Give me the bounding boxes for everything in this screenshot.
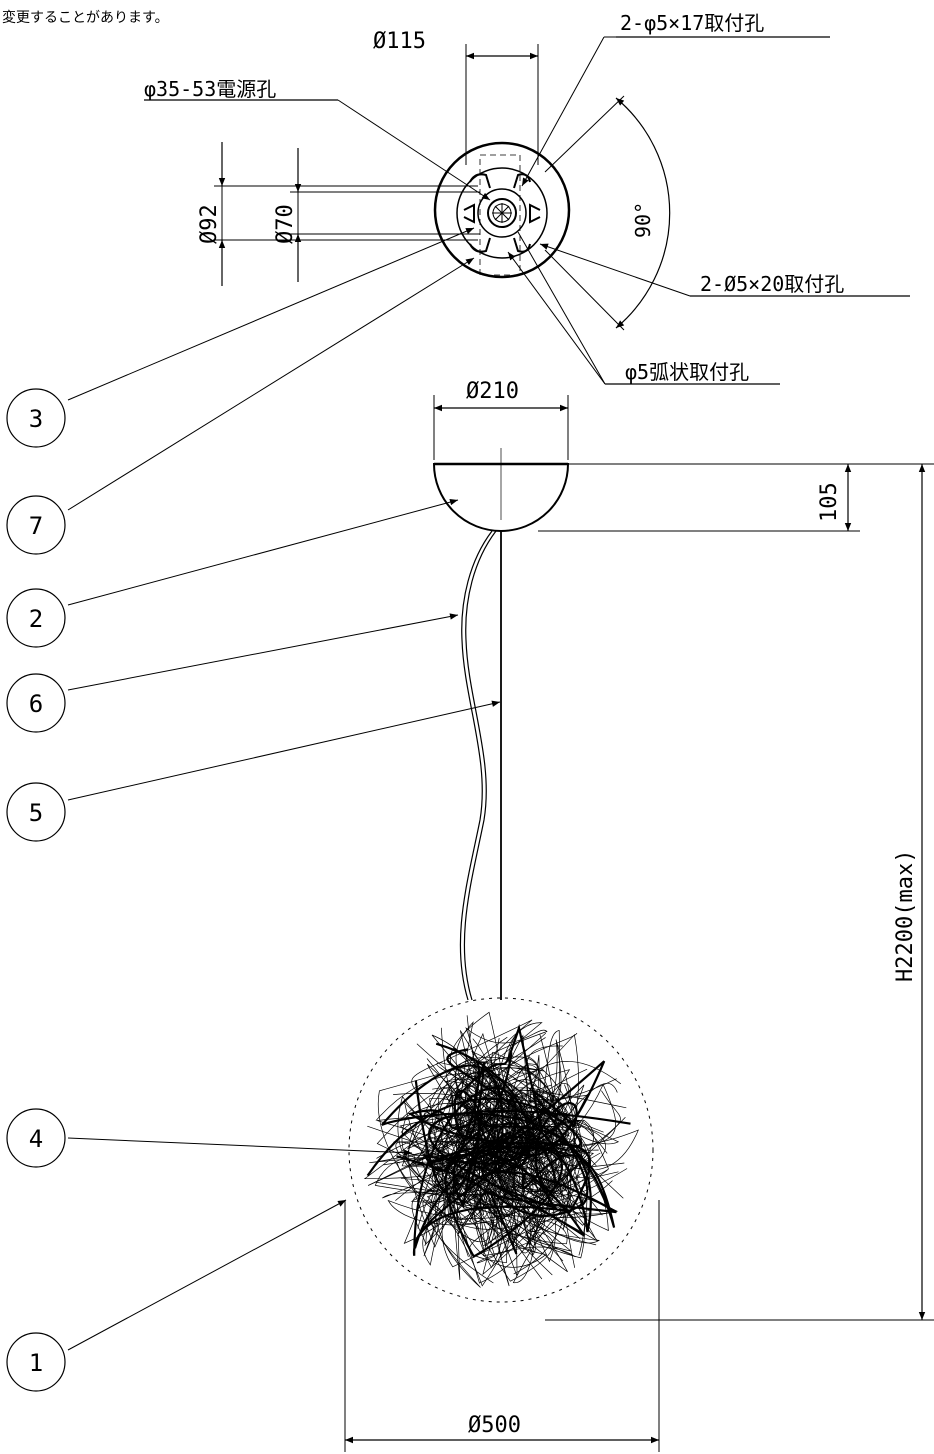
dim-d92: Ø92 [197,204,222,244]
svg-text:3: 3 [29,405,43,433]
svg-text:2: 2 [29,605,43,633]
dim-canopy-width: Ø210 [466,379,519,404]
part-balloon-6: 6 [6,673,66,733]
label-mount-20: 2-Ø5×20取付孔 [700,272,844,296]
label-cable-hole: φ35-53電源孔 [144,77,276,101]
power-cord [459,530,493,1001]
dim-total-height: H2200(max) [893,850,918,982]
dim-d70: Ø70 [273,204,298,244]
svg-text:5: 5 [29,799,43,827]
part-balloon-7: 7 [6,495,66,555]
dim-globe-width: Ø500 [468,1413,521,1438]
part-balloon-3: 3 [6,388,66,448]
part-balloon-2: 2 [6,588,66,648]
mounting-ring [456,167,548,259]
svg-text:7: 7 [29,512,43,540]
center-hole-outer [477,188,527,238]
header-note: 変更することがあります。 [2,9,169,26]
label-arc-hole: φ5弧状取付孔 [625,360,749,384]
canopy-plate-outline [433,141,571,279]
svg-text:1: 1 [29,1349,43,1377]
dim-canopy-height: 105 [817,482,842,522]
top-view [144,36,910,385]
wire-globe-shade [348,997,654,1303]
svg-text:6: 6 [29,690,43,718]
center-hole-inner [487,198,517,228]
dim-angle: 90° [631,202,655,238]
part-balloon-4: 4 [6,1108,66,1168]
side-view [67,227,934,1452]
part-balloon-1: 1 [6,1332,66,1392]
part-balloon-5: 5 [6,782,66,842]
dim-top-width: Ø115 [373,29,426,54]
svg-text:4: 4 [29,1125,43,1153]
label-mount-17: 2-φ5×17取付孔 [620,11,764,35]
